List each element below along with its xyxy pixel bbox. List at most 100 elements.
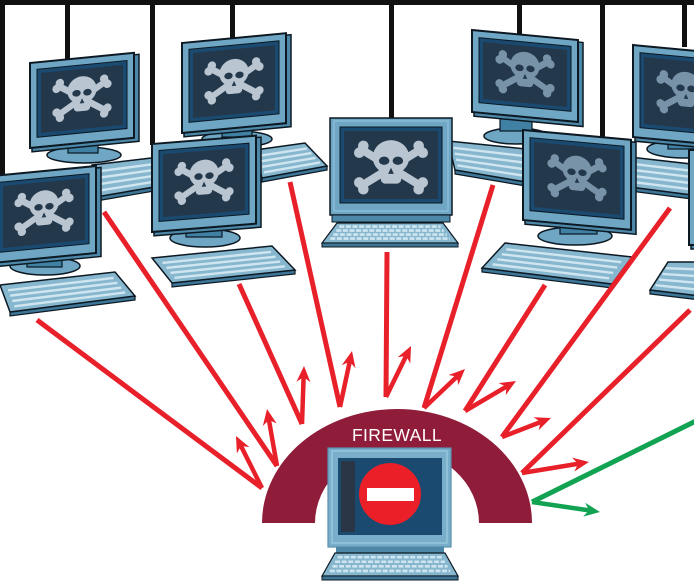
monitor-bevel	[333, 120, 449, 212]
arrow-head-icon	[236, 436, 250, 454]
keyboard-back-center-right	[447, 140, 527, 187]
network-cable	[389, 0, 394, 120]
arrow-incoming-line	[35, 317, 264, 491]
arrow-head-icon	[296, 366, 311, 383]
monitor	[522, 128, 637, 236]
computer-front-center	[320, 117, 460, 248]
keyboard-key-row	[455, 158, 523, 171]
computer-front-left	[0, 164, 102, 276]
keyboard-edge	[321, 575, 459, 581]
keyboard-key-row	[97, 173, 161, 186]
arrow-head-icon	[572, 457, 589, 472]
firewall-computer	[320, 447, 460, 581]
keyboard-key-row	[658, 278, 694, 284]
keyboard-key-row	[14, 291, 126, 308]
arrow-incoming-line	[499, 206, 673, 439]
arrow-bounce-line	[422, 374, 459, 410]
keyboard-key-row	[262, 156, 316, 169]
arrow-incoming-line	[462, 283, 548, 413]
keyboard-key-row	[162, 250, 272, 265]
arrow-head-icon	[448, 369, 465, 386]
keyboard-body	[150, 245, 297, 284]
monitor	[688, 149, 694, 250]
arrow-incoming-line	[383, 251, 390, 398]
arrow-bounce-line	[501, 419, 542, 440]
keyboard-front-center-right	[480, 242, 634, 289]
monitor	[632, 43, 694, 153]
monitor-chin	[331, 214, 451, 223]
arrow-head-icon	[262, 409, 277, 426]
arrow-bounce-line	[531, 499, 590, 513]
computer-front-center-right	[522, 128, 637, 246]
keyboard-key-row	[665, 267, 694, 271]
keyboard-back-center-left	[254, 142, 329, 183]
network-cable	[0, 0, 5, 176]
keyboard-key-row	[12, 286, 122, 303]
arrow-bounce-line	[299, 376, 306, 425]
keyboard-edge	[321, 242, 459, 248]
keyboard-front-right-partial	[648, 261, 694, 300]
monitor	[29, 51, 140, 153]
arrow-blocked-1	[35, 317, 265, 491]
network-bus	[0, 0, 694, 176]
network-cable	[600, 0, 605, 140]
firewall-arch	[262, 409, 532, 523]
computer-back-center-right	[471, 28, 584, 145]
computer-front-center-left	[151, 134, 262, 248]
arrow-incoming-line	[287, 181, 343, 408]
keyboard-key-row	[633, 168, 694, 179]
keyboard-key-row	[7, 276, 114, 292]
arrow-blocked-5	[383, 251, 411, 398]
keyboard-key-row	[633, 162, 694, 173]
keyboard-key-row	[263, 161, 321, 174]
computer-back-left	[29, 51, 140, 164]
keyboard-key-row	[174, 265, 285, 280]
arrow-bounce-line	[521, 461, 579, 476]
keyboard-back-right	[629, 156, 694, 200]
keyboard-key-row	[96, 168, 160, 180]
keyboard-front-left	[0, 271, 137, 317]
keyboard-key-row	[96, 162, 159, 173]
computer-back-center-left	[181, 32, 292, 148]
keyboard-key-row	[170, 260, 281, 275]
keyboard-key-row	[492, 263, 610, 280]
arrow-incoming-line	[530, 419, 694, 505]
arrow-blocked-2	[101, 210, 280, 468]
arrow-incoming-line	[101, 210, 280, 468]
keyboard-key-row	[662, 272, 694, 278]
network-cable	[150, 0, 155, 145]
arrow-head-icon	[341, 351, 356, 369]
arrow-bounce-line	[337, 361, 352, 408]
arrow-blocked-4	[287, 181, 356, 408]
arrow-incoming-line	[421, 184, 496, 409]
arrow-blocked-6	[421, 184, 496, 410]
arrow-blocked-7	[462, 283, 548, 413]
arrow-permitted-10	[530, 419, 694, 517]
keyboard-key-row	[633, 174, 694, 185]
monitor	[151, 134, 262, 237]
network-cable	[65, 0, 70, 60]
keyboard-front-center-left	[150, 245, 297, 288]
keyboard-key-row	[454, 152, 523, 164]
keyboard-key-row	[10, 281, 118, 297]
computer-back-right	[632, 43, 694, 159]
arrow-head-icon	[583, 502, 600, 517]
firewall: FIREWALL	[262, 409, 532, 581]
keyboard-key-row	[501, 253, 618, 269]
front-row-computers	[0, 117, 694, 317]
network-cable	[230, 0, 235, 40]
arrow-blocked-3	[236, 282, 311, 426]
network-cable	[682, 0, 687, 47]
network-bus-line	[0, 0, 694, 5]
firewall-monitor-bevel	[331, 450, 448, 544]
keyboard-key-row	[497, 258, 614, 275]
arrow-incoming-line	[520, 308, 692, 475]
arrow-bounce-line	[238, 444, 265, 490]
monitor	[0, 164, 102, 268]
arrow-head-icon	[533, 417, 551, 431]
traffic-arrows	[35, 181, 694, 517]
monitor	[471, 28, 584, 128]
keyboard-body	[648, 261, 694, 297]
keyboard-key-row	[457, 164, 523, 177]
